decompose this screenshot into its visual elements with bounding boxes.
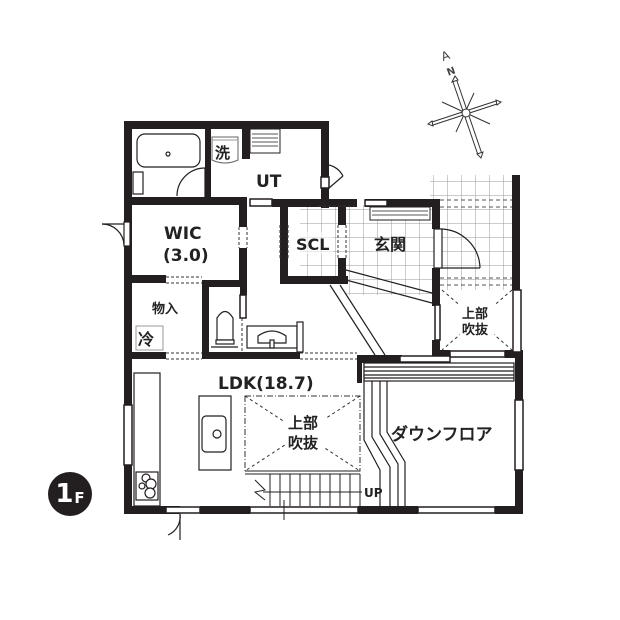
ut-label: UT [256, 172, 282, 192]
floor-unit: F [74, 488, 85, 507]
entrance-step [329, 269, 433, 356]
void-center-line1: 上部 [288, 414, 318, 432]
floor-number: 1 [55, 479, 74, 509]
floor-badge: 1 F [48, 472, 92, 516]
down-floor-label: ダウンフロア [391, 424, 493, 445]
compass-icon: A N [426, 48, 503, 159]
void-right-line2: 吹抜 [462, 322, 489, 338]
void-right-line1: 上部 [462, 306, 488, 322]
scl-label: SCL [296, 235, 329, 254]
windows [123, 176, 524, 514]
walls [124, 121, 523, 514]
stairs-up-label: UP [364, 486, 383, 500]
toilet-icon [211, 310, 238, 348]
ut-shelf [249, 128, 281, 154]
bathtub-icon [132, 133, 201, 195]
entrance-label: 玄関 [374, 235, 406, 254]
wic-label: WIC [164, 224, 202, 244]
stairs [245, 470, 362, 520]
down-floor-steps [363, 362, 515, 506]
compass-arrow-label: A [439, 48, 452, 64]
void-center-line2: 吹抜 [288, 434, 319, 452]
washing-machine-icon: 洗 [211, 136, 239, 164]
shoe-shelf [369, 206, 431, 221]
compass-north-label: N [445, 65, 457, 78]
wash-basin-icon [246, 321, 304, 353]
openings [166, 205, 357, 360]
kitchen-counter [133, 372, 161, 507]
wic-size: (3.0) [163, 246, 209, 266]
kitchen-island [198, 395, 232, 471]
storage-label: 物入 [152, 301, 178, 317]
doors [101, 164, 481, 540]
fridge-label: 冷 [138, 330, 154, 349]
ldk-label: LDK(18.7) [218, 374, 314, 394]
porch-tile-floor [430, 175, 515, 290]
washer-label: 洗 [215, 144, 230, 162]
fridge-icon: 冷 [135, 325, 164, 351]
